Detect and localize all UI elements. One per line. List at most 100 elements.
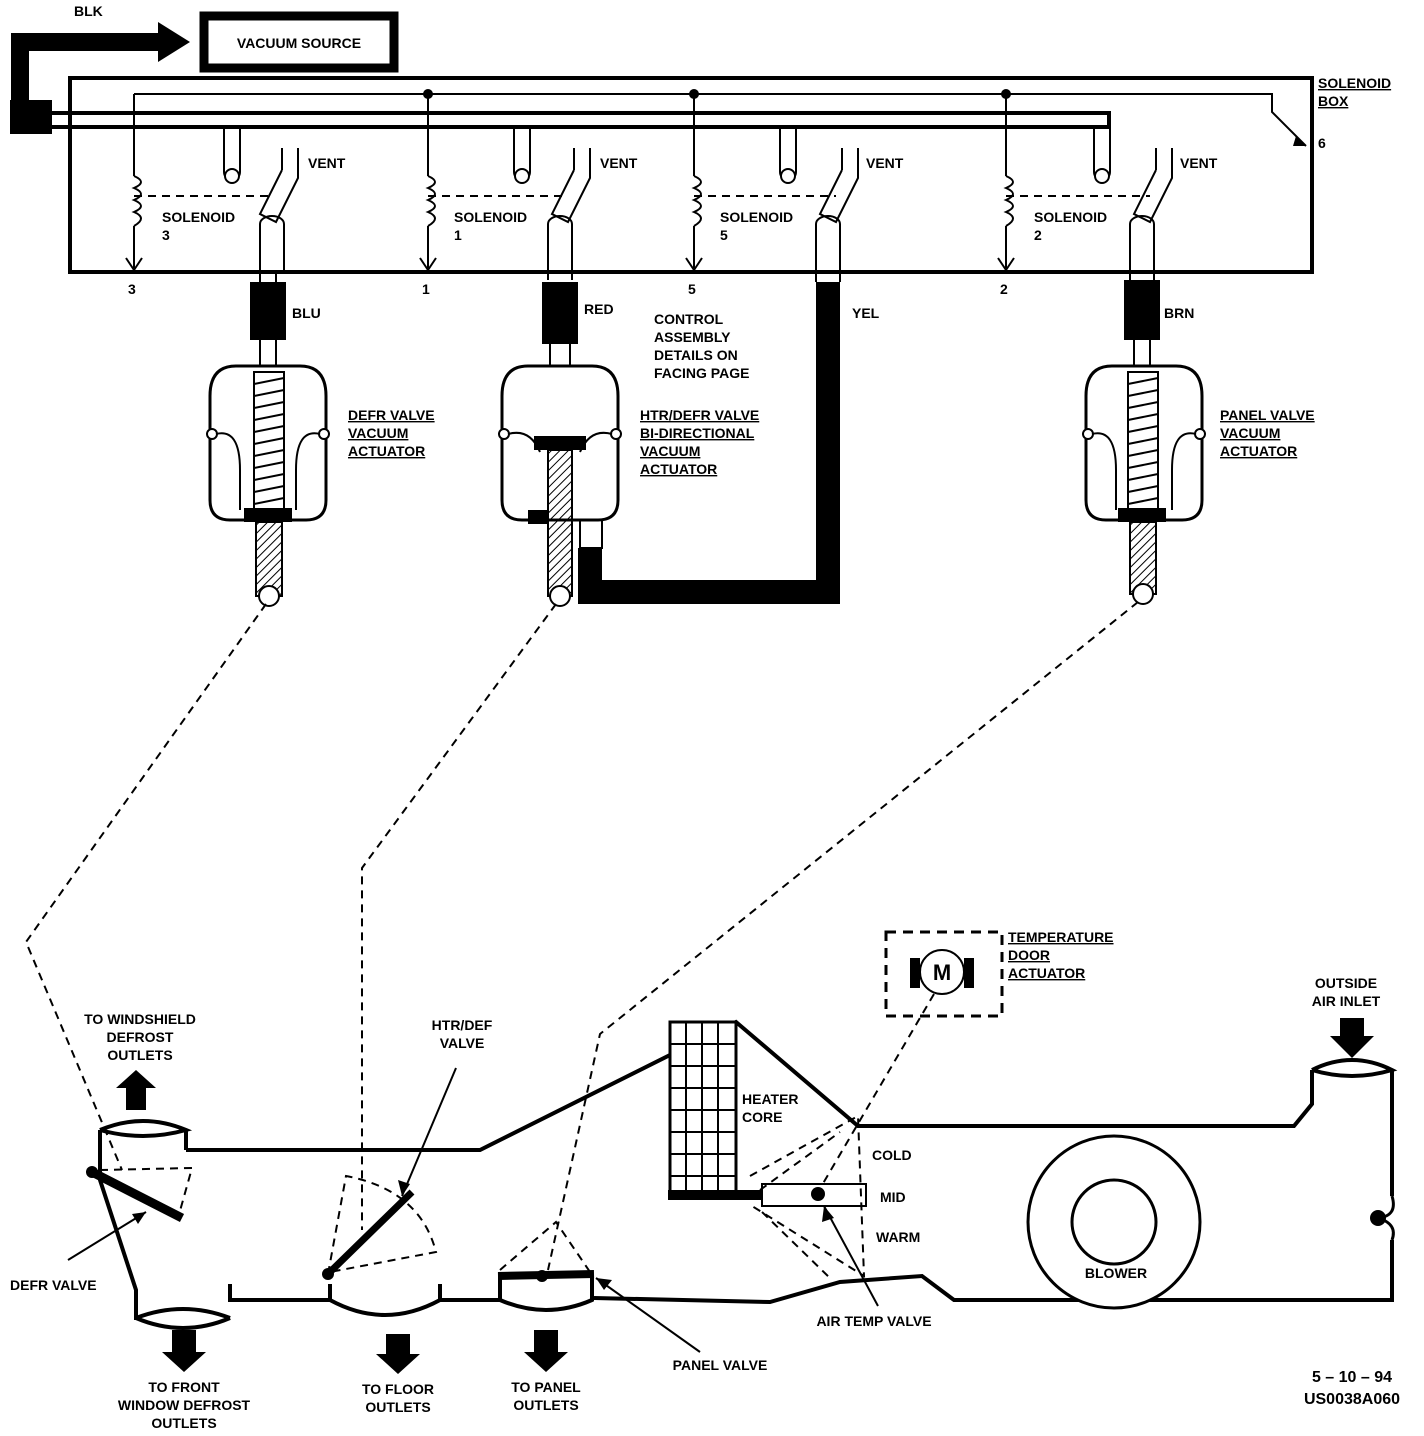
duct-outlet-walls [98,1130,500,1320]
hose-label: RED [584,301,614,317]
valve-stem [259,215,285,272]
solenoid-box: SOLENOID BOX 6 [52,75,1391,274]
supply-tube-inner [52,113,1109,127]
hose-tube [578,282,840,604]
actuator-rod [547,449,573,597]
vacuum-source-group: BLK VACUUM SOURCE [10,3,399,134]
hose-label: YEL [852,305,880,321]
valve-stem [547,215,573,280]
solenoid-number: 3 [162,227,170,243]
solenoid-1: VENT SOLENOID 1 1 [419,94,638,297]
vent-valve [1132,148,1173,224]
down-arrow-icon [162,1330,206,1372]
ground-arrow [125,257,143,272]
port-label: 2 [1000,281,1008,297]
stop [528,510,548,524]
blower-label: BLOWER [1085,1265,1147,1281]
temperature-door-actuator: M TEMPERATURE DOOR ACTUATOR [884,929,1114,1018]
solenoid-label: SOLENOID [1034,209,1107,225]
solenoid-label: SOLENOID [454,209,527,225]
solenoid-number: 1 [454,227,462,243]
htr-def-valve-label: HTR/DEF [432,1017,493,1033]
motor-brush [910,958,920,988]
panel-valve-pivot [536,1270,548,1282]
linkages [24,601,1139,1271]
hose-tube [1133,340,1151,366]
heater-core-label: CORE [742,1109,782,1125]
down-arrow-icon [524,1330,568,1372]
actuator-rod [255,521,283,597]
htr-def-valve-travel [327,1174,438,1275]
solenoid-box-label-2: BOX [1318,93,1349,109]
defr-valve-label: DEFR VALVE [10,1277,97,1293]
vent-valve [818,148,859,224]
panel-outlets-label: OUTLETS [513,1397,578,1413]
hose-label: BLU [292,305,321,321]
spring-coil [1127,377,1159,505]
mount-eye [610,428,622,440]
valve-seat [1094,168,1110,184]
spring-coil [253,377,285,505]
windshield-label: TO WINDSHIELD [84,1011,196,1027]
actuator-housing [1084,364,1204,522]
windshield-label: OUTLETS [107,1047,172,1063]
duct-labels: TO WINDSHIELD DEFROST OUTLETS HTR/DEF VA… [10,975,1381,1431]
hose-blu: BLU [250,272,321,366]
solenoid-number: 5 [720,227,728,243]
port-label: 1 [422,281,430,297]
solenoid-box-frame [68,76,1314,274]
down-arrow-icon [1330,1018,1374,1058]
hose-tube [549,344,571,366]
pointer-line [595,1277,701,1353]
pointer-arrowhead [822,1206,834,1222]
floor-label: TO FLOOR [362,1381,434,1397]
vent-label: VENT [1180,155,1218,171]
cold-label: COLD [872,1147,912,1163]
blk-hose [11,33,160,100]
motor-icon [919,949,965,995]
mount-eye [318,428,330,440]
recirc-door [1377,1195,1395,1241]
solenoid-coil [425,175,436,227]
heater-core-grid [670,1022,736,1198]
port-label: 3 [128,281,136,297]
htr-defr-actuator: HTR/DEFR VALVE BI-DIRECTIONAL VACUUM ACT… [498,364,759,607]
outside-air-label: OUTSIDE [1315,975,1377,991]
htr-def-valve-door [325,1189,415,1277]
front-window-label: TO FRONT [148,1379,220,1395]
vent-label: VENT [308,155,346,171]
warm-label: WARM [876,1229,920,1245]
panel-outlet [498,1276,594,1312]
motor-brush [964,958,974,988]
windshield-outlet [99,1119,193,1138]
actuator-housing [208,364,328,522]
pointer-line [401,1067,457,1197]
front-window-label: OUTLETS [151,1415,216,1431]
vent-label: VENT [866,155,904,171]
hose-yel: YEL [578,282,880,604]
up-arrow-icon [116,1070,156,1110]
control-assembly-note: CONTROL ASSEMBLY DETAILS ON FACING PAGE [654,311,749,381]
down-arrow-icon [376,1334,420,1374]
valve-stem [815,215,841,282]
hose-connector [542,282,578,344]
power-bus [134,93,1307,147]
actuator-label: PANEL VALVE [1220,407,1315,423]
diaphragm [215,432,321,510]
diaphragm-plate [534,436,586,450]
vacuum-source-box [199,11,399,73]
actuator-label: VACUUM [640,443,700,459]
hose-connector [250,282,286,340]
actuator-label: TEMPERATURE [1008,929,1114,945]
actuator-label: ACTUATOR [1008,965,1085,981]
duct-lower-wall [593,1070,1394,1305]
solenoid-box-label-1: SOLENOID [1318,75,1391,91]
mount-eye [1082,428,1094,440]
air-temp-valve-label: AIR TEMP VALVE [816,1313,931,1329]
port-6-label: 6 [1318,135,1326,151]
air-duct [86,1019,1398,1330]
actuator-label: DOOR [1008,947,1050,963]
blk-fitting [10,100,52,134]
vent-valve [550,148,591,224]
